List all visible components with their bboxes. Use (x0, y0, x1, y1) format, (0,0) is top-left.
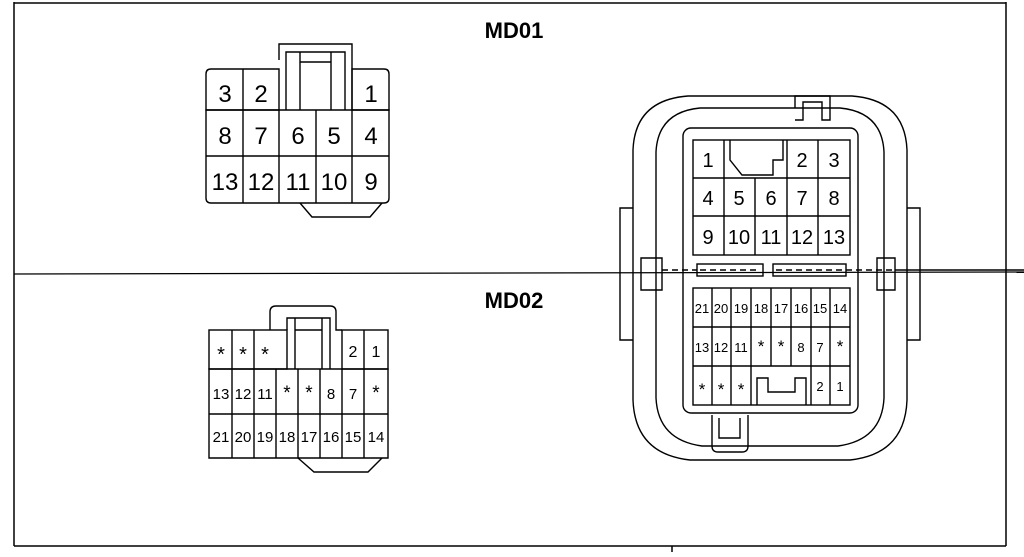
large-pin-upper-row2-2: 6 (765, 188, 776, 210)
large-pin-lower-row1-1: 20 (714, 301, 728, 316)
md01-pin-row2-2: 6 (291, 123, 304, 150)
large-pin-lower-row3-right-1: 1 (836, 379, 843, 394)
large-pin-upper-row3-4: 13 (823, 227, 845, 249)
large-pin-lower-row1-7: 14 (833, 301, 847, 316)
large-pin-upper-row1-right-0: 2 (796, 150, 807, 172)
md02-pin-row2-6: 7 (349, 386, 357, 403)
large-pin-lower-row3-left-2: * (738, 380, 745, 399)
md02-pin-row3-3: 18 (279, 429, 296, 446)
large-pin-lower-row3-right-0: 2 (816, 379, 823, 394)
md01-bottom-lip (299, 202, 383, 218)
large-inner-shell (655, 107, 885, 447)
large-pin-lower-row3-left-1: * (718, 380, 725, 399)
large-right-clip (876, 257, 896, 291)
md01-pin-row2-4: 4 (364, 123, 377, 150)
section-divider (13, 271, 1024, 275)
md02-pin-row3-2: 19 (257, 429, 274, 446)
md02-pin-row3-0: 21 (213, 429, 230, 446)
large-pin-lower-row2-2: 11 (734, 340, 748, 355)
md02-pin-row2-2: 11 (257, 386, 273, 403)
md01-pin-row3-0: 13 (212, 169, 239, 196)
md01-pin-row2-3: 5 (327, 123, 340, 150)
md02-bottom-lip (297, 457, 383, 473)
md02-pin-row1-right-1: 1 (372, 344, 381, 361)
large-pin-lower-row3-left-0: * (699, 380, 706, 399)
large-pin-upper-row1-right-1: 3 (828, 150, 839, 172)
large-pin-lower-row2-3: * (758, 337, 765, 356)
connector-1-title: MD01 (485, 18, 544, 43)
connector-2-title: MD02 (485, 288, 544, 313)
md01-main-block (205, 109, 390, 204)
large-pin-upper-row3-2: 11 (761, 227, 782, 249)
md02-pin-row3-5: 16 (323, 429, 340, 446)
md01-pin-row3-1: 12 (248, 169, 275, 196)
large-pin-lower-row2-5: 8 (797, 340, 804, 355)
large-pin-upper-row3-1: 10 (728, 227, 750, 249)
md02-pin-row3-7: 14 (368, 429, 385, 446)
md01-pin-row3-3: 10 (321, 169, 348, 196)
md02-pin-row3-4: 17 (301, 429, 318, 446)
large-pin-upper-row2-4: 8 (828, 188, 839, 210)
frame (13, 2, 1024, 552)
large-pin-lower-row1-4: 17 (774, 301, 788, 316)
md02-main-block (208, 368, 389, 459)
md02-pin-row2-3: * (283, 383, 291, 404)
md02-connector (208, 305, 389, 473)
md02-pin-row2-5: 8 (327, 386, 335, 403)
md02-pin-row1-left-0: * (217, 344, 225, 366)
large-pin-upper-row2-1: 5 (733, 188, 744, 210)
md01-pin-row3-4: 9 (364, 169, 377, 196)
md01-top-left-block (205, 68, 280, 111)
md01-top-right-block (351, 68, 390, 111)
md01-pin-row2-0: 8 (218, 123, 231, 150)
large-pin-lower-row2-1: 12 (714, 340, 728, 355)
md02-pin-row2-4: * (305, 383, 313, 404)
large-pin-upper-row2-0: 4 (702, 188, 713, 210)
md02-pin-row3-6: 15 (345, 429, 362, 446)
large-pin-lower-row1-2: 19 (734, 301, 748, 316)
large-pin-lower-row2-7: * (837, 337, 844, 356)
md01-connector (205, 43, 390, 218)
large-pin-upper-row1-left-0: 1 (702, 150, 713, 172)
large-bottom-latch (711, 415, 749, 453)
large-pin-upper-row3-3: 12 (791, 227, 813, 249)
large-top-latch (794, 95, 831, 121)
md01-pin-top-left-1: 2 (254, 81, 267, 108)
md02-pin-row2-7: * (372, 383, 380, 404)
md01-pin-row2-1: 7 (254, 123, 267, 150)
large-pin-lower-row2-4: * (778, 337, 785, 356)
large-pin-lower-row2-6: 7 (816, 340, 823, 355)
large-left-clip (640, 257, 663, 291)
md02-pin-row1-left-1: * (239, 344, 247, 366)
large-connector (619, 95, 1024, 461)
md01-pin-top-right-0: 1 (364, 81, 377, 108)
large-pin-lower-row2-0: 13 (695, 340, 709, 355)
md01-pin-top-left-0: 3 (218, 81, 231, 108)
md02-pin-row2-0: 13 (213, 386, 230, 403)
large-pin-lower-row1-6: 15 (813, 301, 827, 316)
large-upper-block (692, 139, 851, 256)
md02-pin-row3-1: 20 (235, 429, 252, 446)
large-outer-shell (632, 95, 908, 461)
md02-pin-row2-1: 12 (235, 386, 252, 403)
large-pin-upper-row3-0: 9 (702, 227, 713, 249)
md02-pin-row1-left-2: * (261, 344, 269, 366)
large-pin-upper-row2-3: 7 (796, 188, 807, 210)
md01-pin-row3-2: 11 (286, 169, 311, 196)
large-pin-lower-row1-0: 21 (695, 301, 709, 316)
large-pin-lower-row1-3: 18 (754, 301, 768, 316)
large-pin-lower-row1-5: 16 (794, 301, 808, 316)
md02-pin-row1-right-0: 2 (349, 344, 358, 361)
